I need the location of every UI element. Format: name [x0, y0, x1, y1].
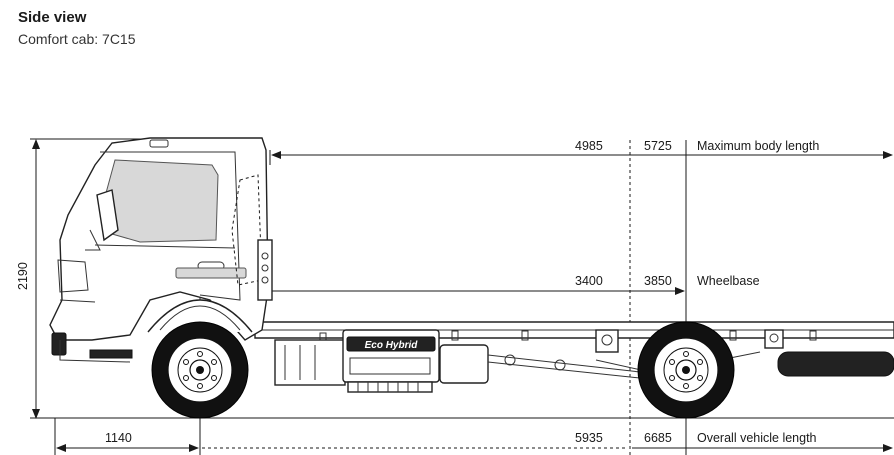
front-wheel: [151, 321, 249, 419]
wheelbase-value-a: 3400: [575, 274, 603, 288]
eco-hybrid-badge: [346, 336, 436, 352]
cab-back-lamp: [257, 239, 273, 301]
wheelbase-value-b: 3850: [644, 274, 672, 288]
overall-length-value-b: 6685: [644, 431, 672, 445]
front-overhang-value: 1140: [105, 431, 132, 445]
eco-hybrid-badge-text: Eco Hybrid: [365, 340, 419, 351]
spare-tire: [777, 351, 894, 377]
rear-spring-shackle: [764, 329, 784, 349]
page-subtitle: Comfort cab: 7C15: [18, 31, 136, 47]
body-length-value-b: 5725: [644, 139, 672, 153]
side-mirror: [96, 189, 119, 242]
height-value: 2190: [16, 262, 30, 290]
battery-fins: [347, 381, 433, 393]
cab-step: [89, 349, 133, 359]
overall-length-label: Overall vehicle length: [697, 431, 817, 445]
transmission-block: [274, 339, 346, 386]
front-wheel-arch: [147, 299, 253, 333]
body-length-value-a: 4985: [575, 139, 603, 153]
body-length-label: Maximum body length: [697, 139, 819, 153]
front-bumper-light: [51, 332, 67, 356]
wheelbase-label: Wheelbase: [697, 274, 760, 288]
page-title: Side view: [18, 9, 87, 26]
overall-length-value-a: 5935: [575, 431, 603, 445]
rear-wheel: [637, 321, 735, 419]
truck-illustration: Eco Hybrid: [49, 137, 894, 419]
rear-suspension-bracket: [595, 329, 619, 353]
fuel-tank: [439, 344, 489, 384]
